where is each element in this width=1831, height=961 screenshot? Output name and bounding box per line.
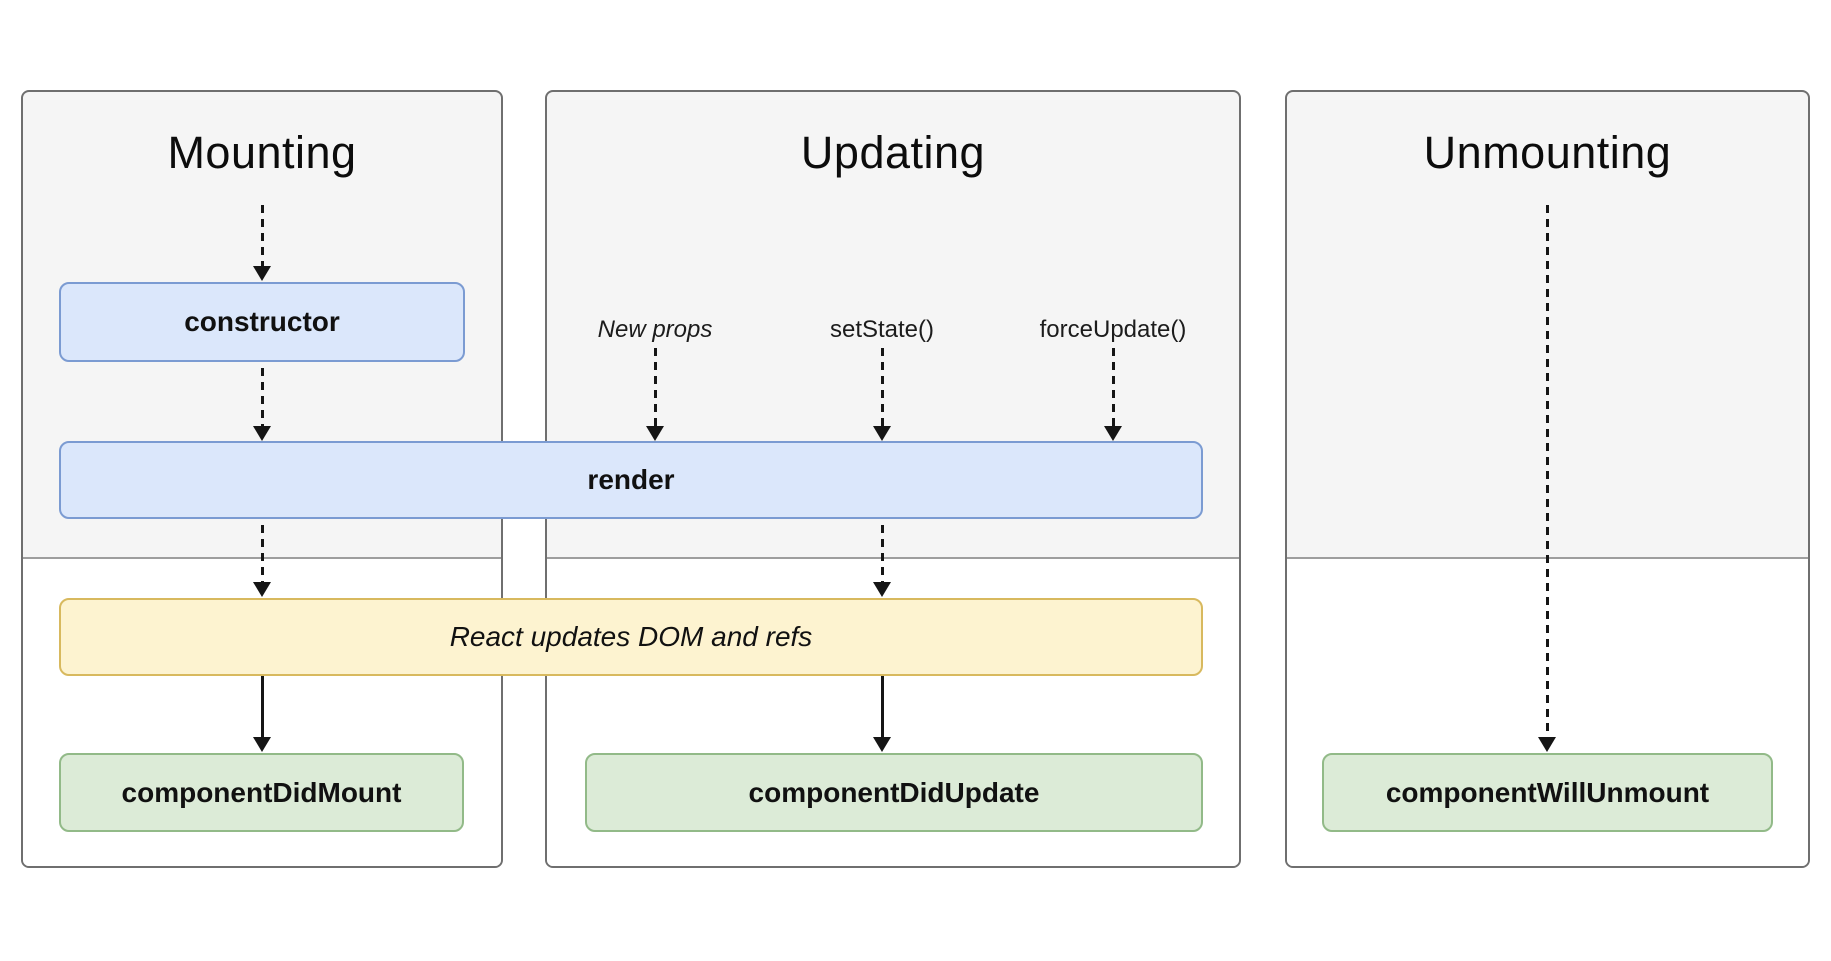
arrow-unmounting-to-componentwillunmount [1538,205,1556,752]
arrow-render-to-dom-update-mounting [253,525,271,597]
updating-title: Updating [800,127,986,178]
new-props-label: New props [597,316,713,343]
componentwillunmount-box[interactable]: componentWillUnmount [1322,753,1773,832]
componentdidupdate-box[interactable]: componentDidUpdate [585,753,1203,832]
react-updates-dom-box: React updates DOM and refs [59,598,1203,676]
arrow-new-props-to-render [646,348,664,441]
arrow-constructor-to-render [253,368,271,441]
arrow-setstate-to-render [873,348,891,441]
arrow-dom-update-to-componentdidupdate [873,676,891,752]
arrow-render-to-dom-update-updating [873,525,891,597]
componentdidmount-box[interactable]: componentDidMount [59,753,464,832]
arrow-dom-update-to-componentdidmount [253,676,271,752]
constructor-box[interactable]: constructor [59,282,465,362]
arrow-forceupdate-to-render [1104,348,1122,441]
unmounting-title: Unmounting [1423,127,1672,178]
forceupdate-label[interactable]: forceUpdate() [1039,316,1187,343]
arrow-mounting-to-constructor [253,205,271,281]
render-box[interactable]: render [59,441,1203,519]
setstate-label[interactable]: setState() [829,316,935,343]
mounting-title: Mounting [167,127,357,178]
